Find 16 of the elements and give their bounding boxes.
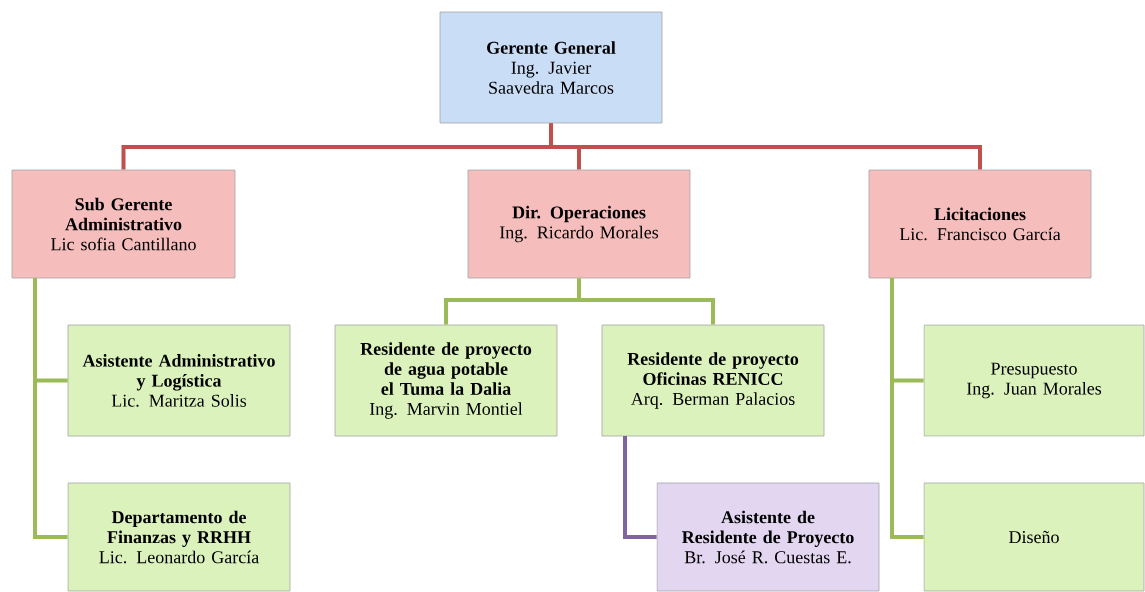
org-box: Asistente de Residente de Proyecto Br. José R. Cuestas E.: [656, 482, 880, 592]
connector-line: [577, 278, 715, 325]
org-box: Licitaciones Lic. Francisco García: [868, 169, 1092, 279]
connector-line: [33, 278, 68, 539]
connector-line: [623, 436, 657, 539]
org-box: Dir. Operaciones Ing. Ricardo Morales: [467, 169, 691, 279]
org-box: Asistente Administrativo y Logística Lic. Maritza Solis: [67, 324, 291, 437]
org-box: Residente de proyecto de agua potable el Tuma la Dalia Ing. Marvin Montiel: [334, 324, 558, 437]
org-box: Presupuesto Ing. Juan Morales: [923, 324, 1145, 437]
org-box: Departamento de Finanzas y RRHH Lic. Leonardo García: [67, 482, 291, 592]
connector-line: [549, 123, 982, 170]
org-box: Diseño: [923, 482, 1145, 592]
connector-line: [890, 278, 924, 539]
org-box: Gerente General Ing. Javier Saavedra Marcos: [439, 11, 663, 124]
org-box: Sub Gerente Administrativo Lic sofia Cantillano: [11, 169, 236, 279]
org-box: Residente de proyecto Oficinas RENICC Arq. Berman Palacios: [601, 324, 825, 437]
